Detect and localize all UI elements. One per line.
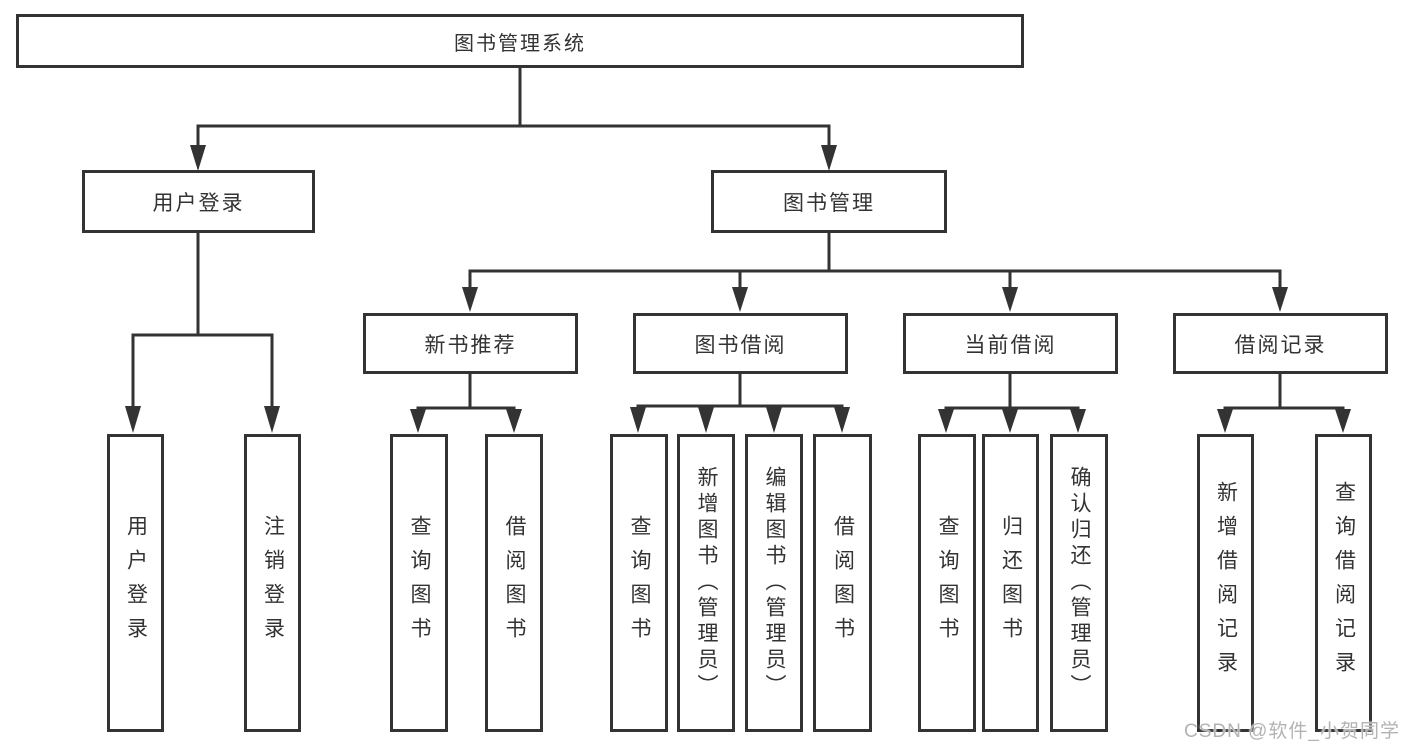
leaf-edit-books-admin: 编辑图书（管理员） xyxy=(745,434,803,732)
node-label: 新增借阅记录 xyxy=(1214,481,1238,685)
node-label: 新增图书（管理员） xyxy=(695,466,718,700)
node-label: 查询图书 xyxy=(628,515,651,651)
watermark-text: CSDN @软件_小贺同学 xyxy=(1184,721,1400,742)
arrowhead-icons xyxy=(125,145,1351,433)
node-book-borrow: 图书借阅 xyxy=(633,313,848,374)
node-label: 新书推荐 xyxy=(424,333,517,357)
node-label: 注销登录 xyxy=(261,515,285,651)
node-label: 确认归还（管理员） xyxy=(1068,466,1091,700)
node-current-borrow: 当前借阅 xyxy=(903,313,1118,374)
node-label: 图书借阅 xyxy=(694,333,787,357)
leaf-user-login: 用户登录 xyxy=(107,434,164,732)
node-book-management: 图书管理 xyxy=(711,170,947,233)
node-label: 用户登录 xyxy=(152,191,245,215)
node-label: 查询图书 xyxy=(936,515,959,651)
node-label: 图书管理 xyxy=(783,191,875,215)
node-user-login: 用户登录 xyxy=(82,170,315,233)
node-label: 借阅记录 xyxy=(1234,333,1327,357)
node-library-system: 图书管理系统 xyxy=(16,14,1024,68)
node-label: 归还图书 xyxy=(999,515,1023,651)
node-borrow-records: 借阅记录 xyxy=(1173,313,1388,374)
node-label: 查询借阅记录 xyxy=(1332,481,1356,685)
node-label: 图书管理系统 xyxy=(454,32,586,55)
leaf-query-books-current: 查询图书 xyxy=(918,434,976,732)
leaf-return-books: 归还图书 xyxy=(982,434,1039,732)
leaf-query-borrow-record: 查询借阅记录 xyxy=(1315,434,1372,732)
node-label: 借阅图书 xyxy=(503,515,526,651)
leaf-borrow-books-recommend: 借阅图书 xyxy=(485,434,543,732)
leaf-add-borrow-record: 新增借阅记录 xyxy=(1197,434,1254,732)
node-label: 编辑图书（管理员） xyxy=(763,466,786,700)
leaf-add-books-admin: 新增图书（管理员） xyxy=(677,434,735,732)
leaf-logout: 注销登录 xyxy=(244,434,301,732)
node-label: 查询图书 xyxy=(408,515,431,651)
leaf-borrow-books: 借阅图书 xyxy=(813,434,872,732)
leaf-query-books-recommend: 查询图书 xyxy=(390,434,448,732)
node-new-book-recommend: 新书推荐 xyxy=(363,313,578,374)
leaf-query-books-borrow: 查询图书 xyxy=(610,434,668,732)
leaf-confirm-return-admin: 确认归还（管理员） xyxy=(1050,434,1108,732)
node-label: 借阅图书 xyxy=(831,515,855,651)
node-label: 当前借阅 xyxy=(964,333,1057,357)
node-label: 用户登录 xyxy=(124,515,148,651)
